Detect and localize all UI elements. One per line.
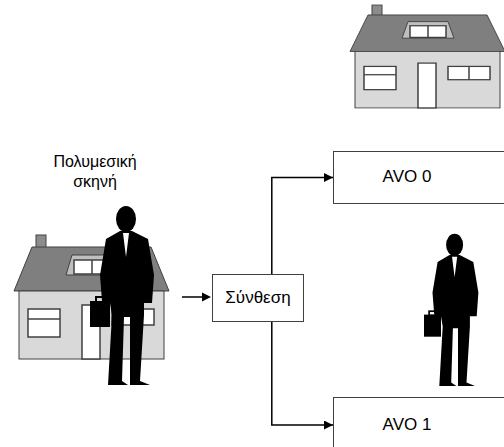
process-box: AVO 1 <box>333 397 504 447</box>
box-label: AVO 1 <box>383 415 432 435</box>
flow-arrow <box>272 322 333 425</box>
process-box: AVO 0 <box>333 151 504 204</box>
arrowhead <box>202 293 211 302</box>
house-figure <box>350 5 504 108</box>
person-figure <box>90 206 154 385</box>
person-figure <box>424 234 478 386</box>
input-arrow <box>182 296 204 298</box>
box-label: AVO 0 <box>383 167 432 187</box>
scene-caption: Πολυμεσική σκηνή <box>40 152 150 192</box>
box-label: Σύνθεση <box>225 288 290 308</box>
process-box: Σύνθεση <box>212 274 304 322</box>
flow-arrow <box>272 178 333 275</box>
